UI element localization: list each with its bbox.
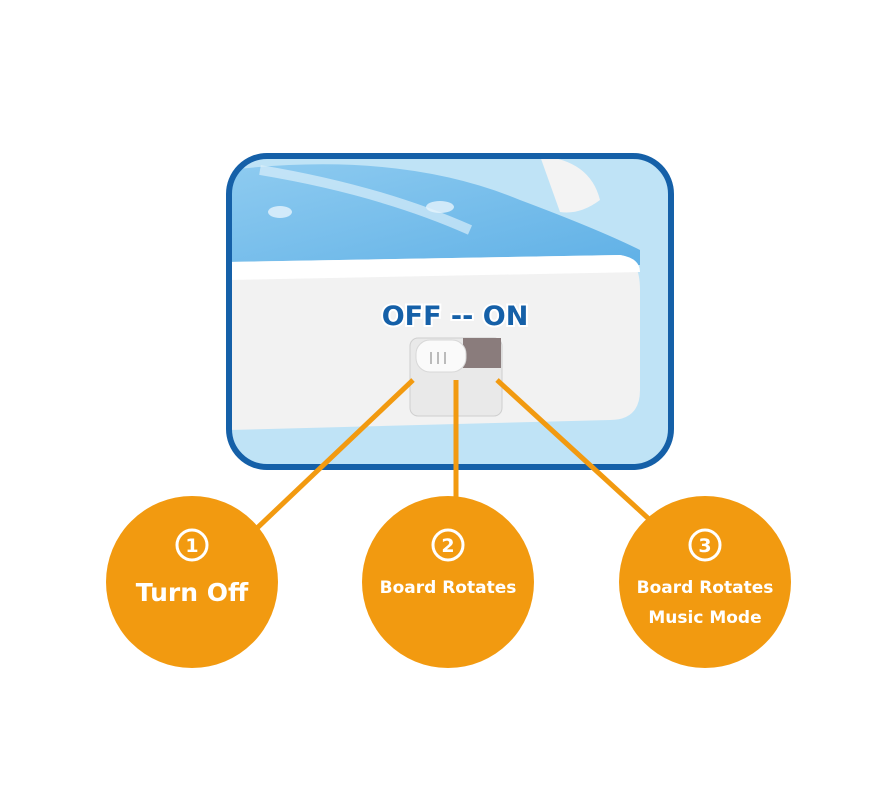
mode-2-badge: 2 Board Rotates: [362, 496, 534, 668]
mode-label: Turn Off: [136, 578, 249, 607]
mode-3-badge: 3 Board Rotates Music Mode: [619, 496, 791, 668]
mode-number: 1: [185, 535, 198, 557]
mode-label: Board Rotates: [637, 578, 774, 598]
mode-label: Board Rotates: [380, 578, 517, 598]
dome: [540, 156, 600, 213]
mode-label-2: Music Mode: [648, 608, 761, 628]
callout-lines: [253, 378, 652, 532]
switch-label: OFF -- ON: [382, 301, 529, 332]
mode-number: 3: [698, 535, 711, 557]
switch-slot: [463, 338, 501, 368]
slider-knob[interactable]: [415, 339, 467, 373]
product-photo-panel: OFF -- ON: [226, 153, 674, 470]
mode-1-badge: 1 Turn Off: [106, 496, 278, 668]
mode-number: 2: [441, 535, 454, 557]
panel-frame: [226, 153, 674, 470]
